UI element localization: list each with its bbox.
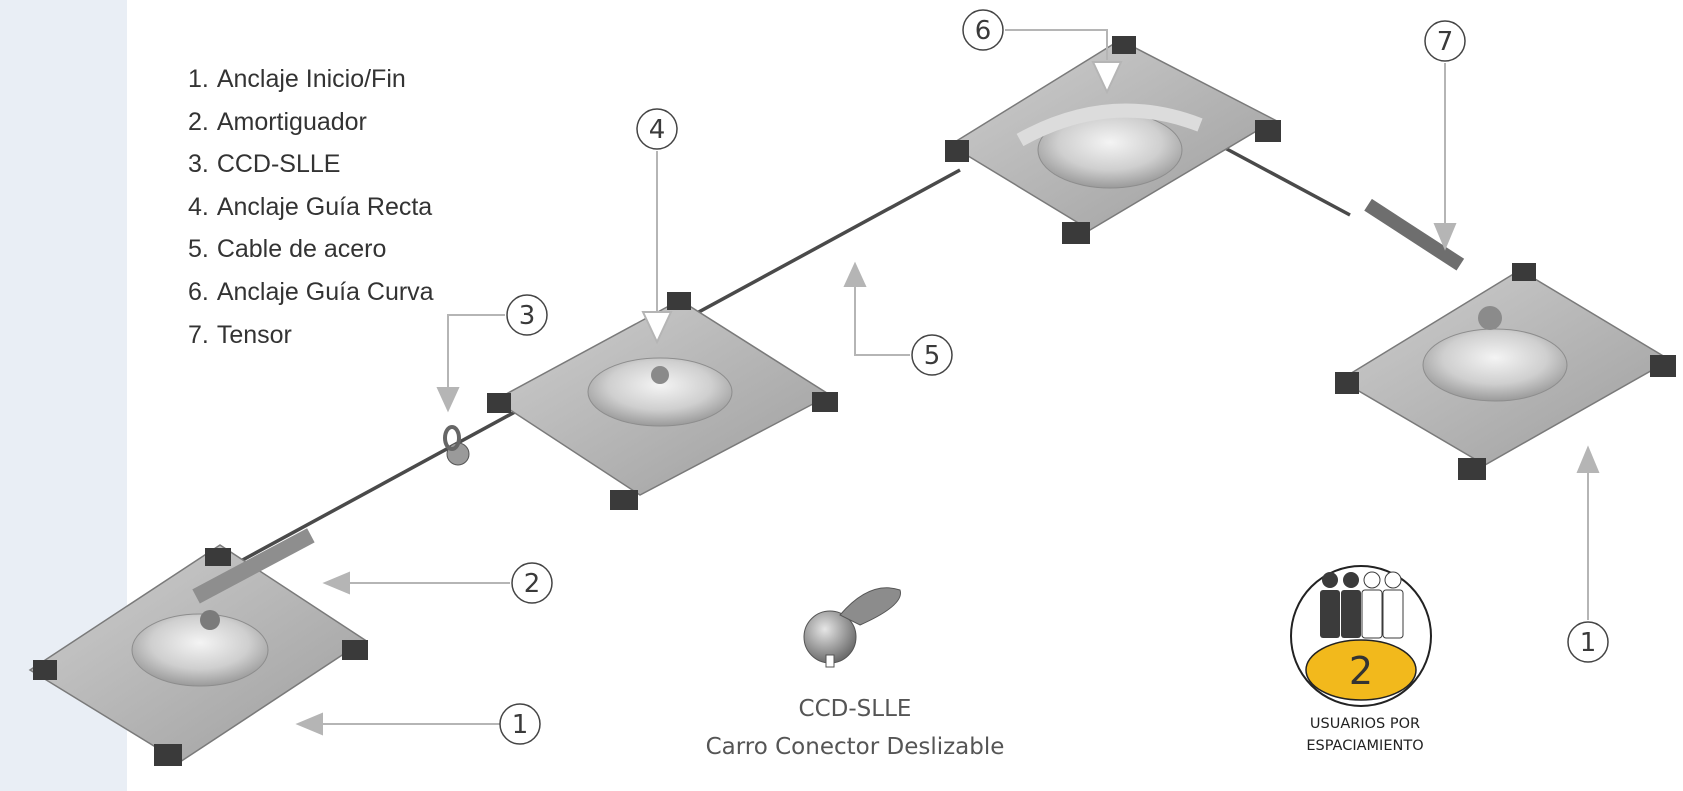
callout-1b-label: 1 xyxy=(1580,628,1597,658)
arrow-1a-head xyxy=(295,712,323,736)
callout-7-label: 7 xyxy=(1437,27,1454,57)
callout-7: 7 xyxy=(1424,20,1466,62)
callout-5: 5 xyxy=(911,334,953,376)
plate-foot xyxy=(610,490,638,510)
users-caption: USUARIOS POR ESPACIAMIENTO xyxy=(1255,713,1475,757)
anchor-plate-straight xyxy=(487,292,838,510)
plate-foot xyxy=(487,393,511,413)
callout-6-label: 6 xyxy=(975,16,992,46)
shock-absorber xyxy=(192,528,315,604)
plate-foot xyxy=(1112,36,1136,54)
legend-item-label: Cable de acero xyxy=(216,235,387,264)
plate-foot xyxy=(205,548,231,566)
callout-6: 6 xyxy=(962,9,1004,51)
legend-item: 5. Cable de acero xyxy=(188,228,434,271)
arrow-1b-head xyxy=(1576,445,1600,473)
plate-foot xyxy=(1062,222,1090,244)
callout-5-label: 5 xyxy=(924,341,941,371)
users-count-badge xyxy=(1305,639,1417,701)
parts-legend: 1. Anclaje Inicio/Fin 2. Amortiguador 3.… xyxy=(188,58,434,356)
legend-item-number: 6. xyxy=(188,277,209,306)
plate-foot xyxy=(1512,263,1536,281)
arrow-3-head xyxy=(436,387,460,413)
legend-item-label: CCD-SLLE xyxy=(216,150,341,179)
callout-1a-label: 1 xyxy=(512,710,529,740)
ccd-caption: CCD-SLLE Carro Conector Deslizable xyxy=(700,690,1010,766)
legend-item: 7. Tensor xyxy=(188,314,434,357)
callout-1a: 1 xyxy=(499,703,541,745)
plate-foot xyxy=(1335,372,1359,394)
ccd-title: CCD-SLLE xyxy=(798,696,912,722)
plate-foot xyxy=(812,392,838,412)
legend-item: 2. Amortiguador xyxy=(188,101,434,144)
sliding-connector xyxy=(443,425,470,466)
users-caption-line1: USUARIOS POR xyxy=(1309,716,1421,732)
callout-4-label: 4 xyxy=(649,115,666,145)
user-figures-icon xyxy=(1320,571,1404,639)
arrow-2-head xyxy=(322,571,350,595)
legend-item: 4. Anclaje Guía Recta xyxy=(188,186,434,229)
legend-item-label: Tensor xyxy=(216,320,292,349)
anchor-plate-end xyxy=(1335,198,1676,480)
callout-3: 3 xyxy=(506,294,548,336)
legend-item: 3. CCD-SLLE xyxy=(188,143,434,186)
callout-1b: 1 xyxy=(1567,621,1609,663)
curved-guide-rail xyxy=(1016,103,1203,147)
anchor-plate-curved xyxy=(945,36,1281,244)
legend-item-label: Anclaje Inicio/Fin xyxy=(216,65,406,93)
plate-foot xyxy=(1650,355,1676,377)
arrow-5 xyxy=(854,282,910,356)
arrow-7-head xyxy=(1433,223,1457,251)
arrow-4-head xyxy=(641,311,673,345)
legend-item-label: Anclaje Guía Recta xyxy=(216,192,433,221)
legend-item-label: Anclaje Guía Curva xyxy=(216,277,434,306)
ccd-subtitle: Carro Conector Deslizable xyxy=(705,734,1005,760)
legend-item-number: 1. xyxy=(188,65,209,93)
callout-4: 4 xyxy=(636,108,678,150)
plate-foot xyxy=(33,660,57,680)
users-caption-line2: ESPACIAMIENTO xyxy=(1306,738,1424,754)
legend-item-number: 2. xyxy=(188,107,209,136)
anchor-plate-start xyxy=(28,528,368,766)
plate-foot xyxy=(945,140,969,162)
plate-foot xyxy=(1458,458,1486,480)
plate-foot xyxy=(667,292,691,310)
arrow-5-head xyxy=(843,261,867,287)
arrow-6 xyxy=(1005,29,1108,60)
legend-item-number: 5. xyxy=(188,235,209,264)
callout-2-label: 2 xyxy=(524,569,541,599)
legend-item-label: Amortiguador xyxy=(216,107,367,136)
plate-foot xyxy=(154,744,182,766)
arrow-6-head xyxy=(1091,61,1123,95)
legend-item-number: 4. xyxy=(188,192,209,221)
arrows xyxy=(295,29,1600,736)
users-badge: 2 xyxy=(1290,565,1432,707)
legend-item: 1. Anclaje Inicio/Fin xyxy=(188,58,434,101)
plate-foot xyxy=(342,640,368,660)
callout-3-label: 3 xyxy=(519,301,536,331)
legend-item-number: 7. xyxy=(188,320,209,349)
legend-item-number: 3. xyxy=(188,150,209,179)
users-count: 2 xyxy=(1349,649,1373,693)
cable-segment-2 xyxy=(1209,138,1351,217)
plate-foot xyxy=(1255,120,1281,142)
ccd-slle-image xyxy=(803,587,901,668)
arrow-3 xyxy=(447,314,505,392)
tensioner xyxy=(1364,198,1465,271)
callout-2: 2 xyxy=(511,562,553,604)
legend-item: 6. Anclaje Guía Curva xyxy=(188,271,434,314)
